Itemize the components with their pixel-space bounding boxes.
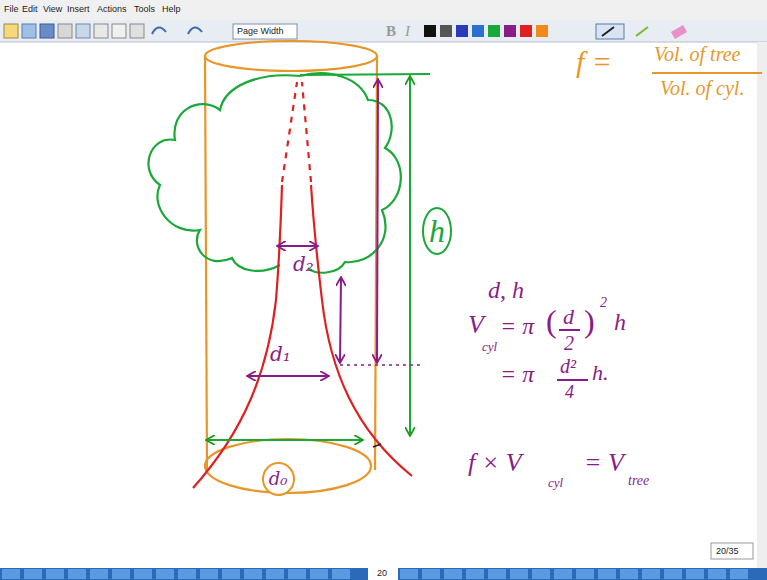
toolbar (0, 20, 767, 42)
bold-button: B (386, 24, 396, 39)
d0-arrow (207, 439, 362, 441)
formula-text: = π (500, 362, 534, 386)
fraction-denominator: Vol. of cyl. (660, 78, 744, 98)
formula-text: d (563, 306, 574, 328)
formula-text: h (614, 310, 626, 334)
tree-trunk (193, 82, 412, 488)
page-counter: 20/35 (716, 547, 739, 556)
current-page-cell (368, 568, 398, 580)
cylinder (205, 41, 377, 493)
subscript: tree (628, 474, 649, 488)
scrollbar (757, 42, 767, 568)
bole-height-arrow (340, 278, 341, 362)
italic-button: I (405, 24, 410, 39)
formula-text: d, h (488, 278, 524, 302)
page-bar (0, 568, 767, 580)
formula-text: d² (560, 356, 576, 376)
fraction-numerator: Vol. of tree (654, 44, 740, 64)
d1-arrow (248, 375, 328, 377)
menu-item: Edit (22, 5, 38, 14)
zoom-dropdown: Page Width (237, 27, 284, 36)
fraction-bar (557, 379, 588, 381)
node-text: d₀ (269, 470, 288, 488)
formula-text: V (468, 312, 484, 338)
d2-arrow (278, 245, 317, 247)
parenthesis: ) (584, 305, 595, 337)
toolbar-border (0, 42, 767, 43)
top-line (300, 74, 430, 75)
fraction-bar (559, 329, 580, 331)
toolbar-icons (4, 24, 687, 39)
page-number: 20 (377, 569, 387, 578)
dimension-label: d₁ (270, 344, 291, 364)
menu-item: Actions (97, 5, 127, 14)
tick-mark (373, 444, 381, 447)
formula-text: h. (592, 362, 609, 384)
circled-height: h (422, 207, 452, 255)
circled-diameter: d₀ (262, 462, 295, 496)
node-text: h (429, 215, 445, 247)
formula-text: f = (576, 47, 612, 77)
dimension-label: d₂ (293, 254, 314, 274)
menu-item: Help (162, 5, 181, 14)
menu-item: Tools (134, 5, 155, 14)
exponent: 2 (600, 296, 607, 310)
subscript: cyl (548, 476, 563, 489)
subscript: cyl (482, 340, 497, 353)
tree-crown (148, 73, 400, 272)
formula-text: 4 (565, 383, 574, 401)
menu-item: View (43, 5, 62, 14)
menu-bar (0, 0, 767, 20)
height-arrow (409, 77, 411, 435)
formula-text: = V (584, 450, 624, 476)
page-counter-box (711, 543, 753, 559)
formula-text: 2 (564, 333, 574, 353)
parenthesis: ( (546, 305, 557, 337)
formula-text: = π (500, 314, 534, 338)
reference-line (340, 364, 422, 366)
crown-height-arrow (377, 80, 378, 362)
fraction-bar (652, 72, 762, 74)
formula-text: f × V (468, 450, 522, 476)
menu-item: Insert (67, 5, 90, 14)
menu-item: File (4, 5, 19, 14)
page-bar-cells (2, 569, 748, 579)
